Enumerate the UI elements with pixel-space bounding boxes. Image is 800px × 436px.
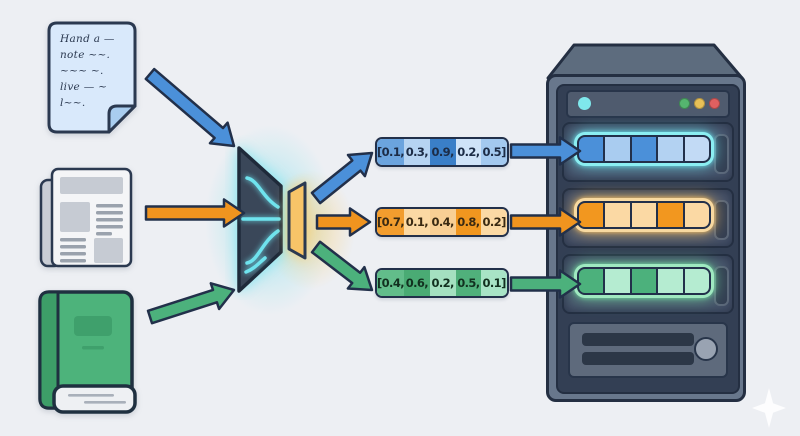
- orange-flow-arrow: [509, 207, 582, 237]
- storage-segment: [605, 269, 630, 293]
- green-storage-bar: [574, 264, 714, 298]
- note-text-line: ~~~ ~.: [60, 65, 104, 77]
- storage-segment: [631, 269, 657, 293]
- storage-segment: [684, 137, 709, 161]
- storage-slot-2: [562, 188, 734, 248]
- note-text-line: l~~.: [60, 97, 86, 109]
- storage-segment: [579, 269, 604, 293]
- slot-vent: [714, 200, 729, 240]
- vector-cell: 0.3,: [404, 139, 430, 165]
- server-status-bar: [566, 90, 730, 118]
- newspaper-icon: [38, 166, 134, 270]
- vector-cell: [0.1,: [377, 139, 405, 165]
- storage-segment: [631, 203, 657, 227]
- handwritten-note-icon: Hand a — note ~~. ~~~ ~. live — ~ l~~.: [46, 20, 138, 138]
- green-flow-arrow: [509, 269, 582, 299]
- vector-cell: 0.8,: [455, 209, 482, 235]
- storage-bar: [577, 267, 711, 295]
- book-embedding-vector: [0.4,0.6,0.2,0.5,0.1]: [375, 268, 509, 298]
- storage-segment: [579, 137, 604, 161]
- drive-vent-slot: [582, 352, 694, 365]
- storage-segment: [631, 137, 657, 161]
- storage-slot-3: [562, 254, 734, 314]
- book-page-lines: [68, 394, 126, 404]
- book-pages: [52, 384, 137, 414]
- green-flow-arrow: [146, 282, 236, 325]
- status-led: [694, 98, 705, 109]
- newspaper-photo-block-2: [94, 238, 123, 263]
- book-title-underline: [82, 346, 104, 350]
- storage-segment: [579, 203, 604, 227]
- server-drive-panel: [568, 322, 728, 378]
- orange-flow-arrow: [315, 207, 372, 237]
- vector-database-server: [546, 42, 746, 402]
- note-text-line: Hand a —: [60, 33, 115, 45]
- vector-cell: 0.2,: [455, 139, 482, 165]
- storage-segment: [684, 269, 709, 293]
- storage-slot-1: [562, 122, 734, 182]
- storage-segment: [684, 203, 709, 227]
- slot-vent: [714, 266, 729, 306]
- storage-bar: [577, 201, 711, 229]
- encoder-funnel: [237, 146, 307, 293]
- blue-storage-bar: [574, 132, 714, 166]
- status-led: [709, 98, 720, 109]
- vector-cell: [0.7,: [377, 209, 405, 235]
- drive-knob: [694, 337, 718, 361]
- newspaper-photo-block: [60, 202, 90, 232]
- book-spine: [38, 290, 60, 410]
- vector-cell: 0.5,: [455, 270, 482, 296]
- storage-segment: [605, 137, 630, 161]
- book-title-block: [74, 316, 112, 336]
- blue-flow-arrow: [310, 151, 374, 205]
- drive-vent-slot: [582, 333, 694, 346]
- article-embedding-vector: [0.7,0.1,0.4,0.8,0.2]: [375, 207, 509, 237]
- note-paper: [47, 21, 137, 134]
- orange-storage-bar: [574, 198, 714, 232]
- note-text-line: live — ~: [60, 81, 108, 93]
- power-led: [578, 97, 591, 110]
- vector-cell: 0.6,: [404, 270, 430, 296]
- green-flow-arrow: [310, 240, 374, 292]
- storage-segment: [658, 137, 683, 161]
- vector-cell: [0.4,: [377, 270, 405, 296]
- storage-segment: [658, 203, 683, 227]
- note-embedding-vector: [0.1,0.3,0.9,0.2,0.5]: [375, 137, 509, 167]
- vector-cell: 0.2,: [429, 270, 456, 296]
- storage-bar: [577, 135, 711, 163]
- funnel-signal-curves: [241, 176, 281, 274]
- note-folded-corner: [107, 104, 137, 134]
- funnel-output-lens: [287, 181, 307, 260]
- vector-cell: 0.1,: [404, 209, 430, 235]
- orange-flow-arrow: [144, 198, 246, 228]
- vector-cell: 0.4,: [429, 209, 456, 235]
- vector-cell: 0.2]: [481, 209, 507, 235]
- status-led: [679, 98, 690, 109]
- note-text-line: note ~~.: [60, 49, 111, 61]
- vector-cell: 0.1]: [481, 270, 507, 296]
- blue-flow-arrow: [509, 136, 582, 166]
- note-handwriting: Hand a — note ~~. ~~~ ~. live — ~ l~~.: [60, 31, 120, 111]
- status-led-group: [679, 98, 720, 109]
- newspaper-text-lines: [60, 204, 123, 263]
- newspaper-headline-block: [60, 177, 123, 194]
- vector-cell: 0.5]: [481, 139, 507, 165]
- storage-segment: [605, 203, 630, 227]
- blue-flow-arrow: [144, 67, 236, 148]
- storage-segment: [658, 269, 683, 293]
- book-icon: [34, 288, 140, 420]
- vector-cell: 0.9,: [429, 139, 456, 165]
- slot-vent: [714, 134, 729, 174]
